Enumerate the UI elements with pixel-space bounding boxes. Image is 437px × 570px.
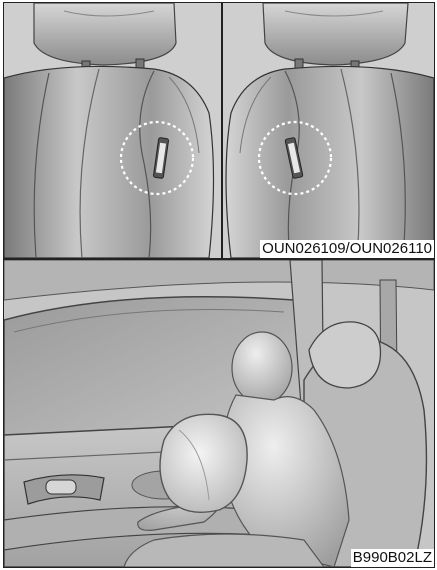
deployed-side-airbag: [160, 414, 247, 512]
bottom-figure-caption: B990B02LZ: [351, 549, 434, 567]
side-airbag-deployment-illustration: B990B02LZ: [4, 260, 434, 567]
top-figure-caption: OUN026109/OUN026110: [260, 240, 434, 258]
seat-right-illustration: OUN026109/OUN026110: [223, 3, 434, 258]
seat-right-drawing: [223, 3, 434, 258]
occupant-head: [232, 332, 292, 404]
seat-left-illustration: [4, 3, 221, 258]
seat-left-drawing: [4, 3, 221, 258]
car-interior-drawing: [4, 260, 434, 567]
